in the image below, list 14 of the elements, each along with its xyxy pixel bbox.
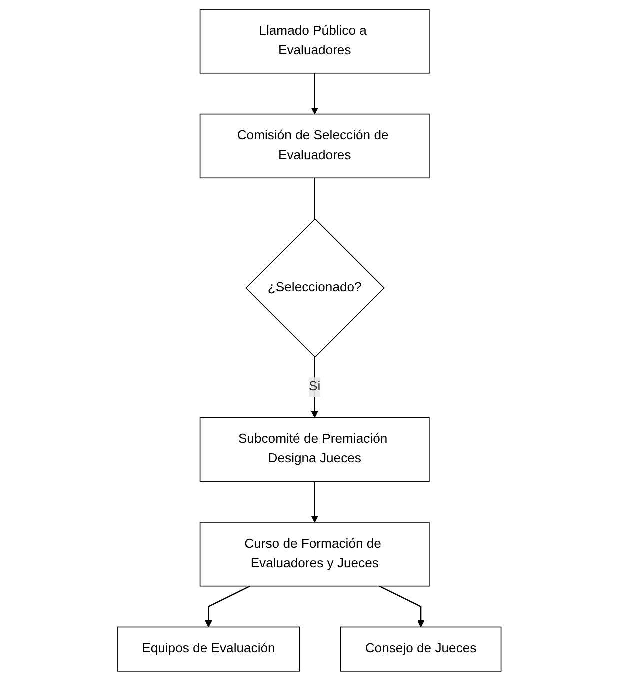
node-diamond: ¿Seleccionado? [245, 218, 384, 358]
node-box: Llamado Público a Evaluadores [199, 9, 430, 74]
arrow [310, 73, 318, 115]
node-box: Consejo de Jueces [340, 626, 502, 672]
node-box: Comisión de Selección de Evaluadores [199, 114, 430, 179]
arrow [310, 357, 318, 418]
arrow [378, 586, 424, 628]
arrow [204, 586, 250, 628]
node-box: Curso de Formación de Evaluadores y Jueces [199, 522, 430, 587]
arrow [310, 482, 318, 523]
node-box: Subcomité de Premiación Designa Jueces [199, 417, 430, 482]
node-box: Equipos de Evaluación [116, 626, 300, 672]
edge-label: Si [308, 380, 320, 394]
connector [314, 178, 316, 220]
